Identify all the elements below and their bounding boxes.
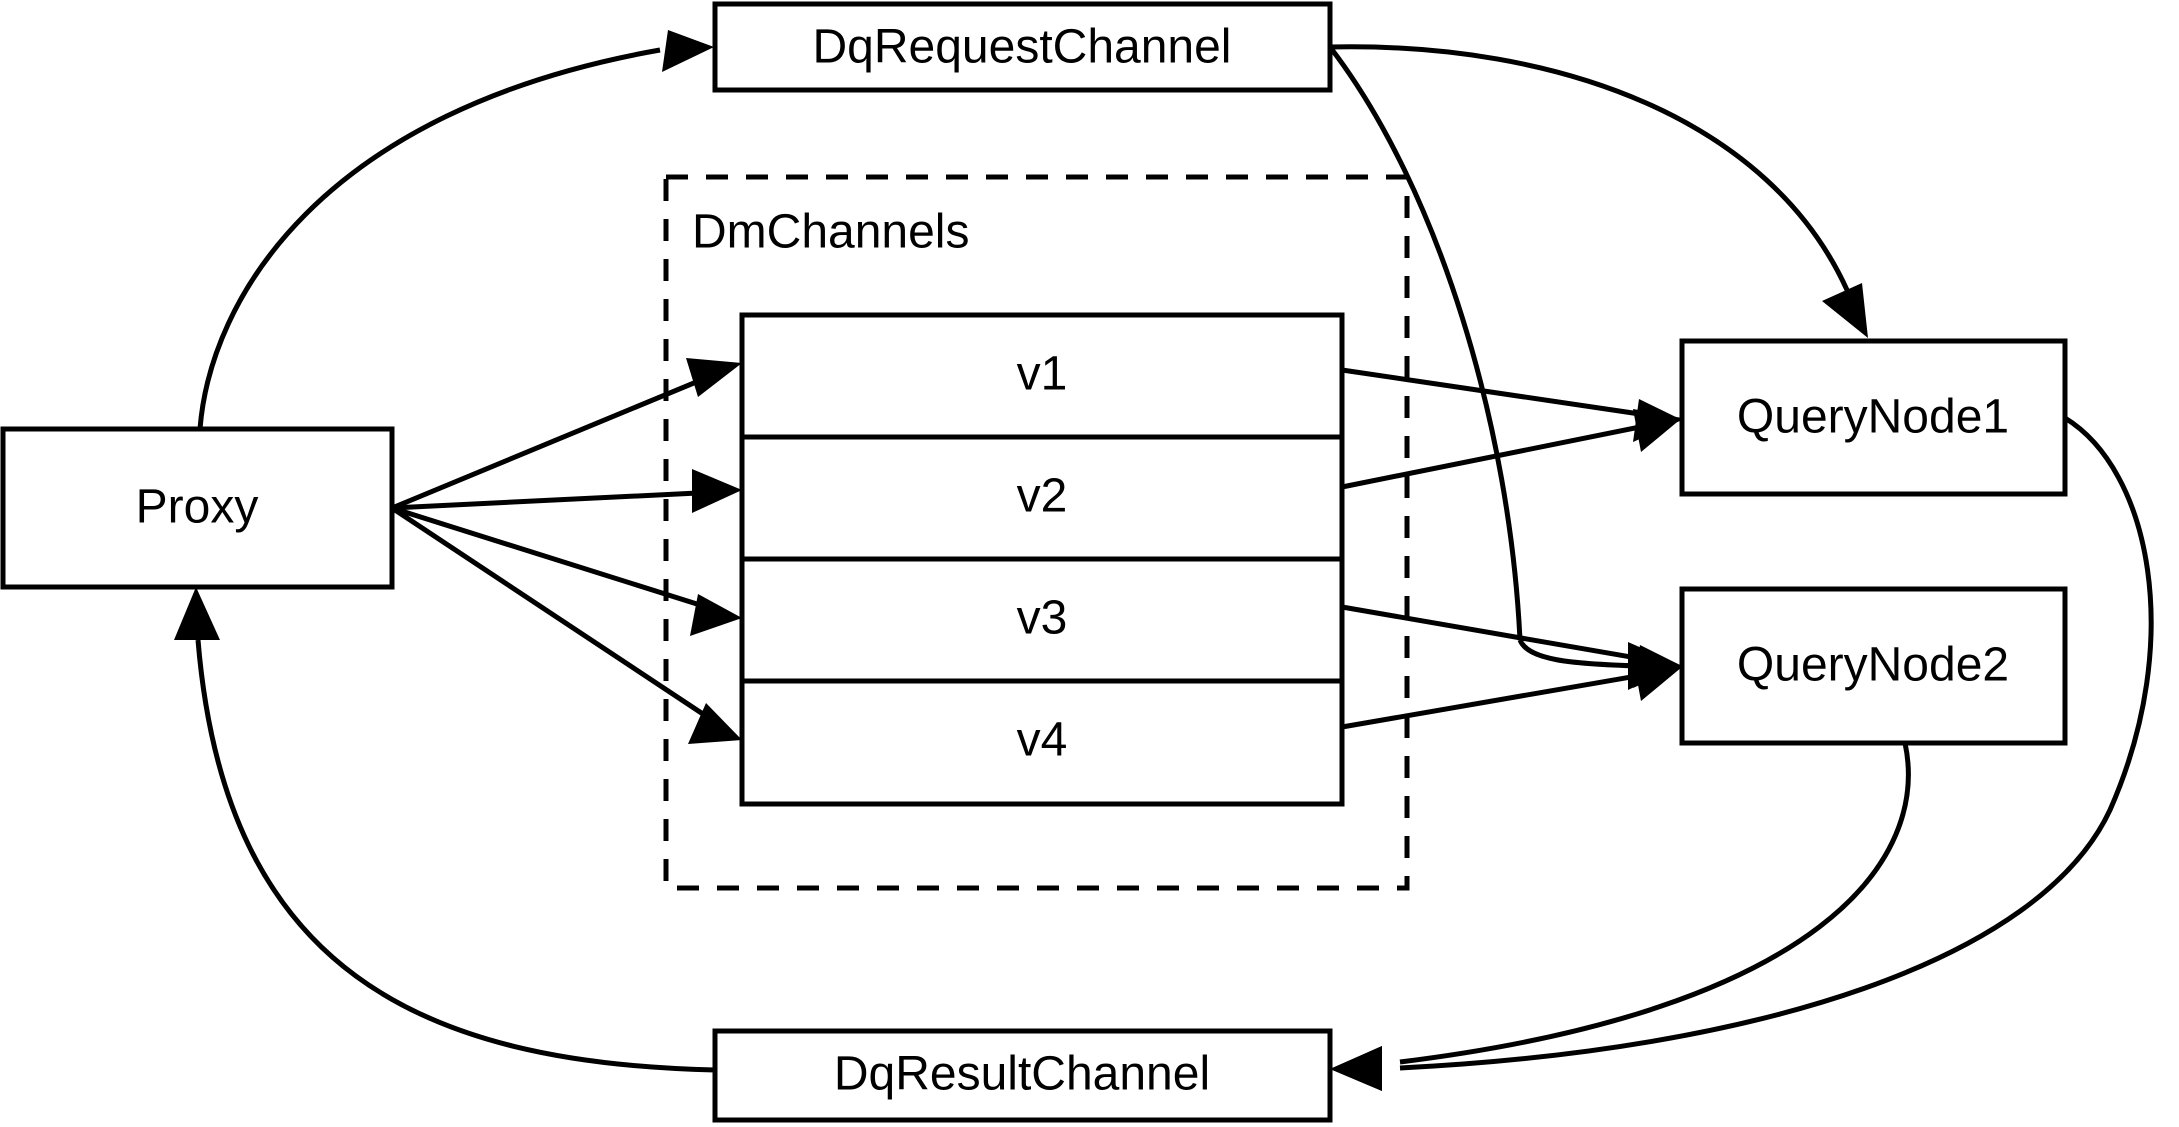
channel-label-v4[interactable]: v4	[1017, 714, 1068, 767]
edge-proxy-to-v1	[391, 358, 742, 511]
edge-querynode2-to-dqresultchannel	[1330, 742, 1911, 1091]
edge-querynode1-to-dqresultchannel	[1330, 415, 2154, 1091]
channel-label-v2[interactable]: v2	[1017, 470, 1068, 523]
channel-label-v1[interactable]: v1	[1017, 348, 1068, 401]
node-dq-request-channel[interactable]: DqRequestChannel	[712, 1, 1333, 93]
arrowhead-icon	[692, 469, 742, 513]
proxy-box[interactable]	[0, 426, 395, 590]
dq-result-channel-box[interactable]	[712, 1028, 1333, 1123]
channel-label-v3[interactable]: v3	[1017, 592, 1068, 645]
edge-v2-to-querynode1	[1341, 409, 1682, 490]
arrowhead-icon	[174, 587, 220, 640]
arrowhead-icon	[1330, 1046, 1382, 1091]
edge-v4-to-querynode2	[1341, 658, 1682, 730]
node-dq-result-channel[interactable]: DqResultChannel	[712, 1028, 1333, 1123]
edge-proxy-to-v3	[391, 505, 742, 636]
arrowhead-icon	[690, 594, 742, 636]
edge-dqrequestchannel-to-querynode2	[1328, 45, 1680, 690]
dmchannels-group-label: DmChannels	[692, 206, 969, 259]
node-proxy[interactable]: Proxy	[0, 426, 395, 590]
dm-channel-stack: v1 v2 v3 v4	[739, 312, 1345, 807]
edge-proxy-to-v4	[390, 505, 742, 744]
edge-dqrequestchannel-to-querynode1	[1329, 44, 1868, 338]
node-query-node-2[interactable]: QueryNode2	[1679, 586, 2068, 746]
node-query-node-1[interactable]: QueryNode1	[1679, 338, 2068, 497]
dmchannels-group-border	[663, 174, 1410, 891]
dq-request-channel-box[interactable]	[712, 1, 1333, 93]
query-node-2-label: QueryNode2	[1737, 639, 2009, 692]
arrowhead-icon	[686, 358, 742, 397]
arrowhead-icon	[1822, 283, 1868, 338]
edge-proxy-to-dqrequestchannel	[197, 30, 714, 430]
query-node-2-box[interactable]	[1679, 586, 2068, 746]
edge-dqresultchannel-to-proxy	[174, 587, 716, 1073]
edge-proxy-to-v2	[391, 469, 742, 513]
arrowhead-icon	[688, 703, 742, 744]
query-node-1-box[interactable]	[1679, 338, 2068, 497]
arrowhead-icon	[662, 30, 714, 72]
arrowhead-icon	[1633, 409, 1682, 452]
proxy-label: Proxy	[136, 481, 259, 534]
query-node-1-label: QueryNode1	[1737, 391, 2009, 444]
dmchannels-group: DmChannels	[663, 174, 1410, 891]
dq-request-channel-label: DqRequestChannel	[813, 21, 1232, 74]
arrowhead-icon	[1633, 658, 1682, 701]
dq-result-channel-label: DqResultChannel	[834, 1048, 1210, 1101]
